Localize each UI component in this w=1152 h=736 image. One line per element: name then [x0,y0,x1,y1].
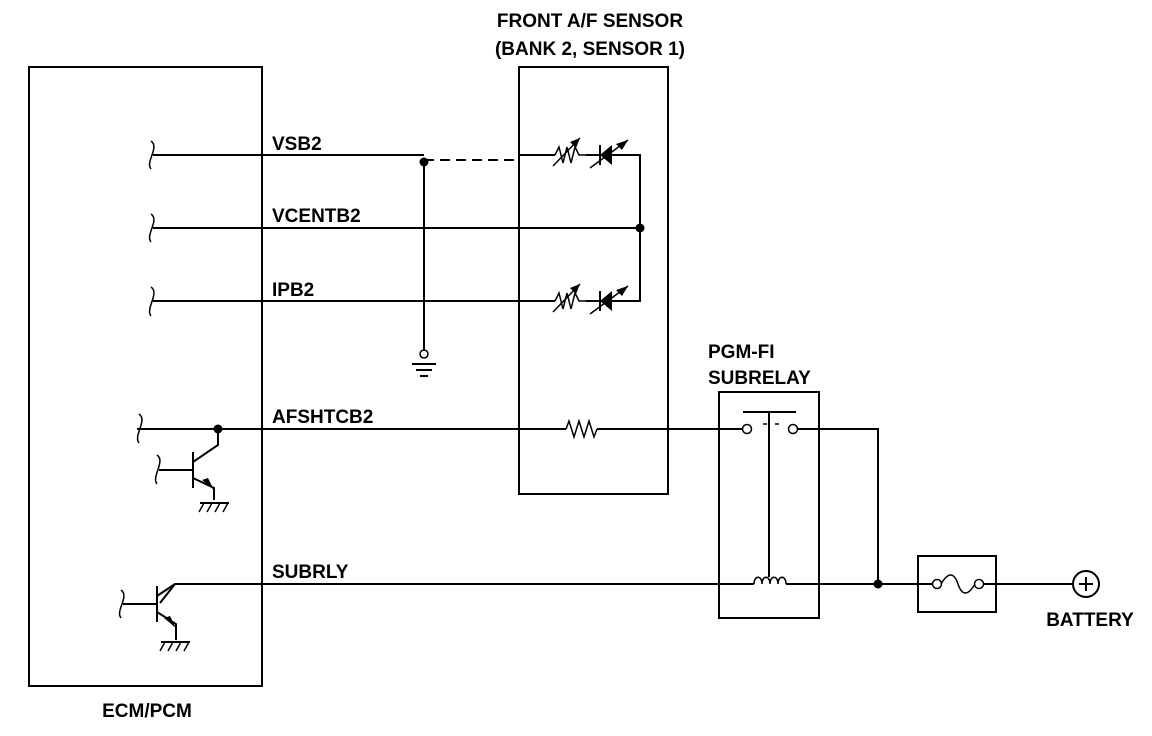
relay-ground-icon [159,641,190,652]
sensor-label-line1: FRONT A/F SENSOR [497,11,683,32]
heater-resistor-icon [565,418,598,440]
relay-coil-icon [753,576,787,585]
battery-label: BATTERY [1046,610,1134,631]
sensor-label-line2: (BANK 2, SENSOR 1) [495,39,685,60]
feed-junction [873,579,883,589]
wire-relay-to-feed [797,428,879,584]
shield-junction [419,157,429,167]
sensor-cell-icon [552,137,629,169]
heater-transistor-icon [159,429,219,500]
sensor-pump-cell-icon [552,283,629,315]
wire-label-ipb2: IPB2 [272,280,314,301]
sensor-box [518,66,669,495]
relay-label-line1: PGM-FI [708,342,775,363]
ecm-label: ECM/PCM [102,701,192,722]
battery-symbol [1072,570,1100,598]
wire-label-afshtcb2: AFSHTCB2 [272,407,373,428]
fuse-symbol [931,574,985,594]
sensor-common-wire [618,154,641,302]
relay-contact-icon [741,411,799,577]
shield-ground-icon [412,349,436,377]
wire-label-subrly: SUBRLY [272,562,349,583]
relay-label-line2: SUBRELAY [708,368,811,389]
ecm-box [28,66,263,687]
wire-label-vsb2: VSB2 [272,134,322,155]
heater-ground-icon [198,502,229,513]
wire-label-vcentb2: VCENTB2 [272,206,361,227]
ecm-connector-marks [118,140,161,619]
relay-transistor-icon [123,583,177,640]
